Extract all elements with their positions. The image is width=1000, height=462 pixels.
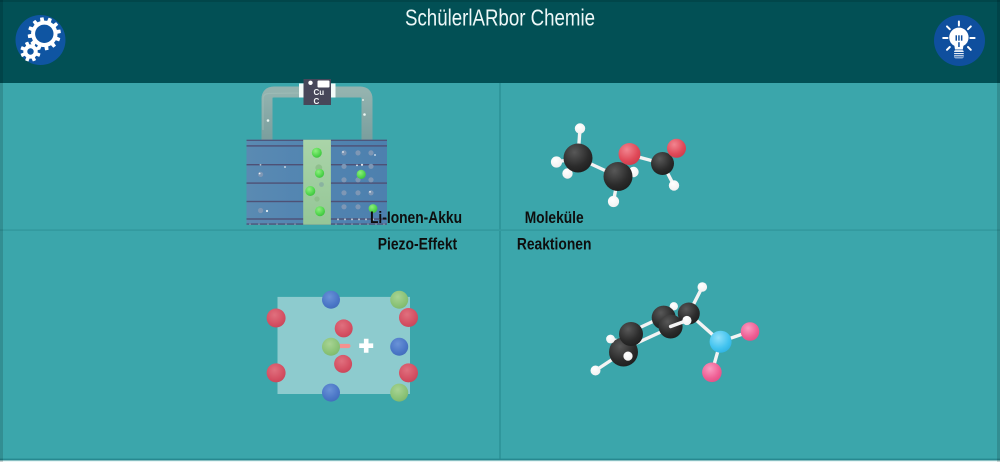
- svg-text:C: C: [314, 97, 320, 106]
- svg-text:Cu: Cu: [314, 88, 325, 97]
- svg-text:SchülerlARbor Chemie: SchülerlARbor Chemie: [405, 5, 595, 31]
- svg-text:Piezo-Effekt: Piezo-Effekt: [378, 235, 458, 253]
- svg-text:Moleküle: Moleküle: [525, 209, 584, 227]
- svg-text:Li-Ionen-Akku: Li-Ionen-Akku: [370, 209, 462, 227]
- svg-text:Reaktionen: Reaktionen: [517, 235, 592, 253]
